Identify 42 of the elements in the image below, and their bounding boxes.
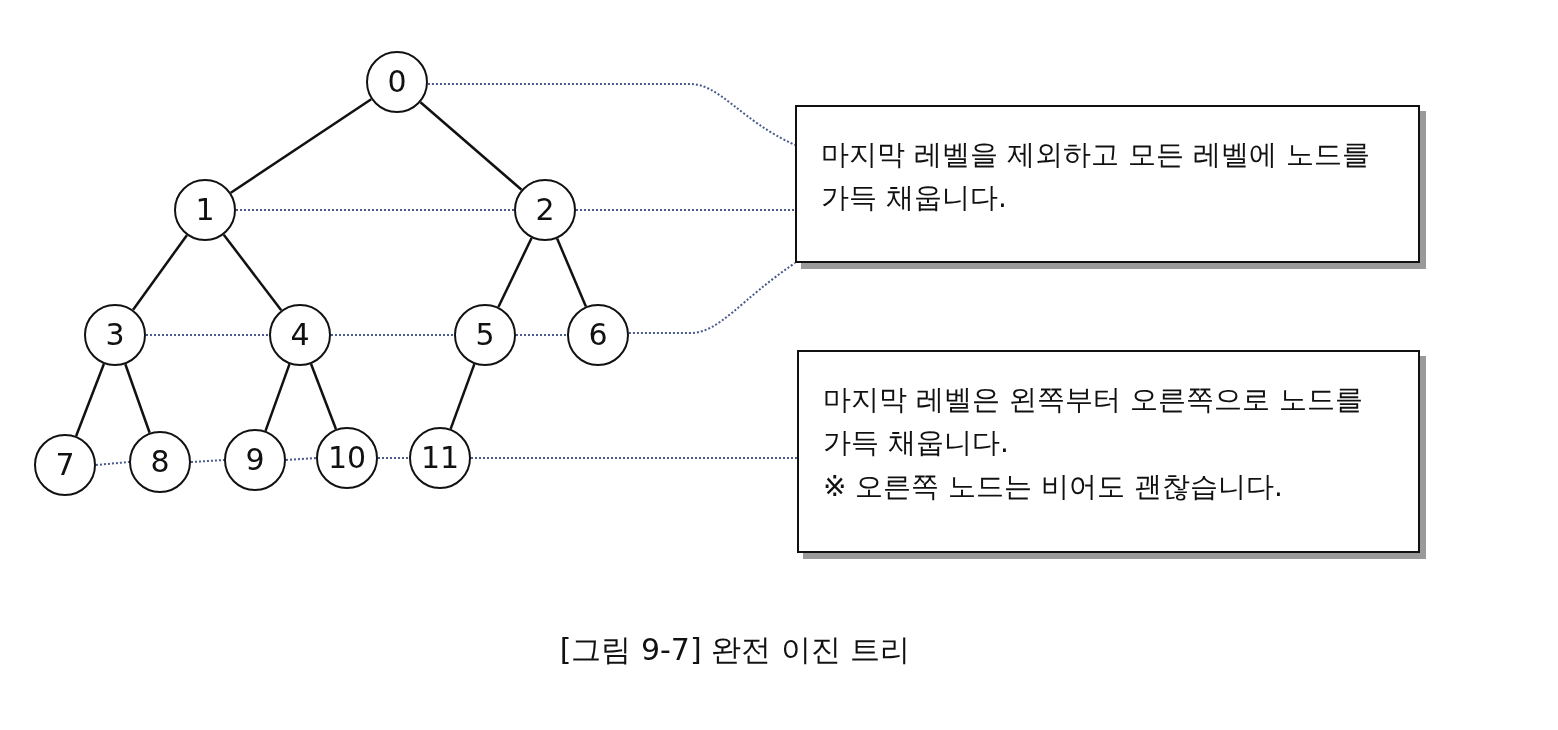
dotted-guide-line bbox=[515, 334, 568, 336]
dotted-guide-line bbox=[470, 457, 798, 459]
dotted-guide-line bbox=[426, 83, 796, 146]
dotted-guide-line bbox=[95, 461, 130, 466]
tree-edge bbox=[230, 98, 372, 194]
tree-edge bbox=[309, 363, 338, 430]
tree-edge bbox=[555, 238, 588, 307]
node-number: 4 bbox=[290, 320, 310, 350]
note-text: 마지막 레벨은 왼쪽부터 오른쪽으로 노드를 가득 채웁니다. bbox=[823, 382, 1364, 462]
tree-node-circle bbox=[454, 304, 516, 366]
dotted-guide-line bbox=[330, 334, 455, 336]
tree-edge bbox=[264, 363, 291, 432]
dotted-guide-line bbox=[627, 262, 796, 334]
dotted-guide-line bbox=[145, 334, 270, 336]
node-number: 6 bbox=[588, 320, 608, 350]
node-number: 2 bbox=[535, 195, 555, 225]
tree-node-circle bbox=[366, 51, 428, 113]
node-number: 0 bbox=[387, 67, 407, 97]
node-number: 11 bbox=[420, 443, 460, 473]
figure-caption: [그림 9-7] 완전 이진 트리 bbox=[559, 631, 911, 669]
note-text: 마지막 레벨을 제외하고 모든 레벨에 노드를 가득 채웁니다. bbox=[821, 137, 1371, 217]
node-number: 10 bbox=[327, 443, 367, 473]
tree-node-circle bbox=[514, 179, 576, 241]
node-number: 5 bbox=[475, 320, 495, 350]
node-number: 8 bbox=[150, 447, 170, 477]
tree-edge bbox=[132, 234, 188, 311]
tree-edge bbox=[124, 363, 151, 434]
dotted-guide-line bbox=[190, 459, 225, 463]
node-number: 7 bbox=[55, 450, 75, 480]
tree-edge bbox=[497, 237, 533, 308]
tree-edge bbox=[419, 101, 523, 191]
node-number: 3 bbox=[105, 320, 125, 350]
tree-edge bbox=[449, 363, 476, 430]
node-number: 9 bbox=[245, 445, 265, 475]
dotted-guide-line bbox=[235, 209, 515, 211]
note-text: ※ 오른쪽 노드는 비어도 괜찮습니다. bbox=[823, 468, 1284, 505]
tree-edge bbox=[74, 363, 106, 437]
dotted-guide-line bbox=[575, 209, 796, 211]
dotted-guide-line bbox=[285, 457, 317, 461]
node-number: 1 bbox=[195, 195, 215, 225]
tree-edge bbox=[222, 233, 283, 312]
dotted-guide-line bbox=[377, 457, 410, 459]
